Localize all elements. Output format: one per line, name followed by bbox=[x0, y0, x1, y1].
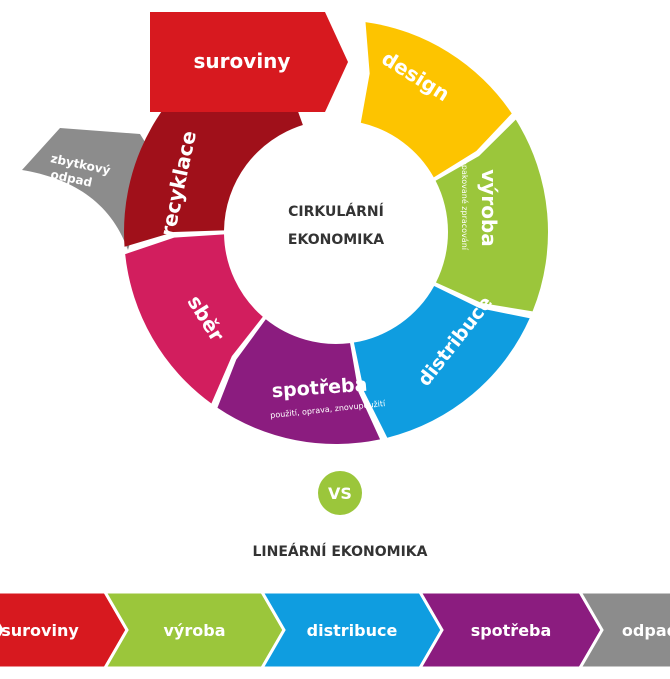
segment-sber bbox=[125, 234, 263, 404]
linear-step-label: distribuce bbox=[307, 621, 398, 640]
linear-step-label: suroviny bbox=[1, 621, 79, 640]
segment-spotreba bbox=[217, 319, 381, 444]
linear-step-label: výroba bbox=[164, 621, 226, 640]
segment-sub-vyroba: opakované zpracování bbox=[460, 160, 470, 251]
segment-suroviny bbox=[150, 12, 348, 112]
segment-vyroba bbox=[435, 119, 548, 312]
waste-arrow bbox=[22, 128, 155, 250]
linear-step-label: spotřeba bbox=[471, 621, 552, 640]
segment-design bbox=[360, 22, 512, 178]
linear-step-label: odpad bbox=[622, 621, 670, 640]
segment-distribuce bbox=[353, 285, 530, 438]
linear-title: LINEÁRNÍ EKONOMIKA bbox=[253, 543, 428, 560]
circular-title-1: CIRKULÁRNÍ bbox=[288, 203, 384, 220]
segment-label-vyroba: výroba bbox=[477, 169, 501, 247]
circular-title-2: EKONOMIKA bbox=[288, 232, 384, 248]
vs-label: VS bbox=[328, 484, 352, 503]
linear-chain: suroviny výroba distribuce spotřeba odpad bbox=[0, 590, 670, 670]
linear-step-4 bbox=[577, 590, 670, 670]
vs-badge bbox=[318, 471, 362, 515]
segment-label-suroviny: suroviny bbox=[194, 49, 291, 73]
